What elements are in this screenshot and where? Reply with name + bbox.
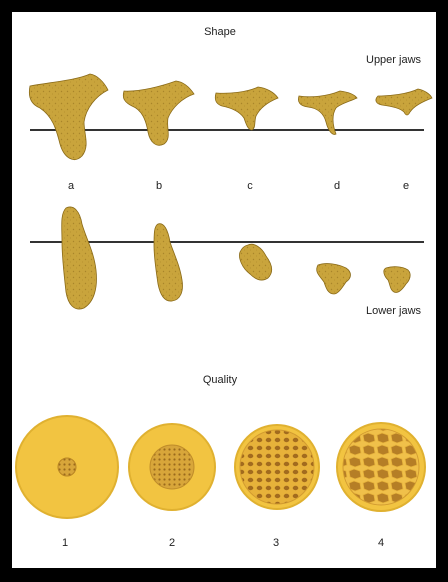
quality-title: Quality [203, 374, 237, 386]
bone-classification-diagram [12, 12, 436, 568]
upper-shape-c [215, 87, 278, 130]
upper-jaws-label: Upper jaws [366, 54, 421, 66]
lower-shape-a [62, 207, 97, 309]
shape-label-d: d [334, 180, 340, 192]
upper-shape-d [298, 91, 357, 134]
lower-shape-c [239, 244, 271, 280]
quality-section-3 [235, 425, 319, 509]
upper-shape-e [376, 89, 432, 115]
shape-label-b: b [156, 180, 162, 192]
lower-shape-d [317, 264, 351, 294]
lower-jaws-label: Lower jaws [366, 305, 421, 317]
quality-section-4 [337, 423, 425, 511]
upper-shape-a [29, 74, 108, 160]
lower-shape-e [384, 267, 410, 293]
shape-label-a: a [68, 180, 74, 192]
shape-label-e: e [403, 180, 409, 192]
shape-title: Shape [204, 26, 236, 38]
shape-label-c: c [247, 180, 253, 192]
upper-shape-b [123, 81, 194, 145]
quality-label-1: 1 [62, 537, 68, 549]
quality-section-2 [129, 424, 215, 510]
diagram-panel: Shape Upper jaws a b c d e Lower jaws Qu… [12, 12, 436, 568]
lower-shape-b [154, 224, 183, 301]
quality-label-4: 4 [378, 537, 384, 549]
quality-label-3: 3 [273, 537, 279, 549]
quality-section-1 [16, 416, 118, 518]
quality-label-2: 2 [169, 537, 175, 549]
